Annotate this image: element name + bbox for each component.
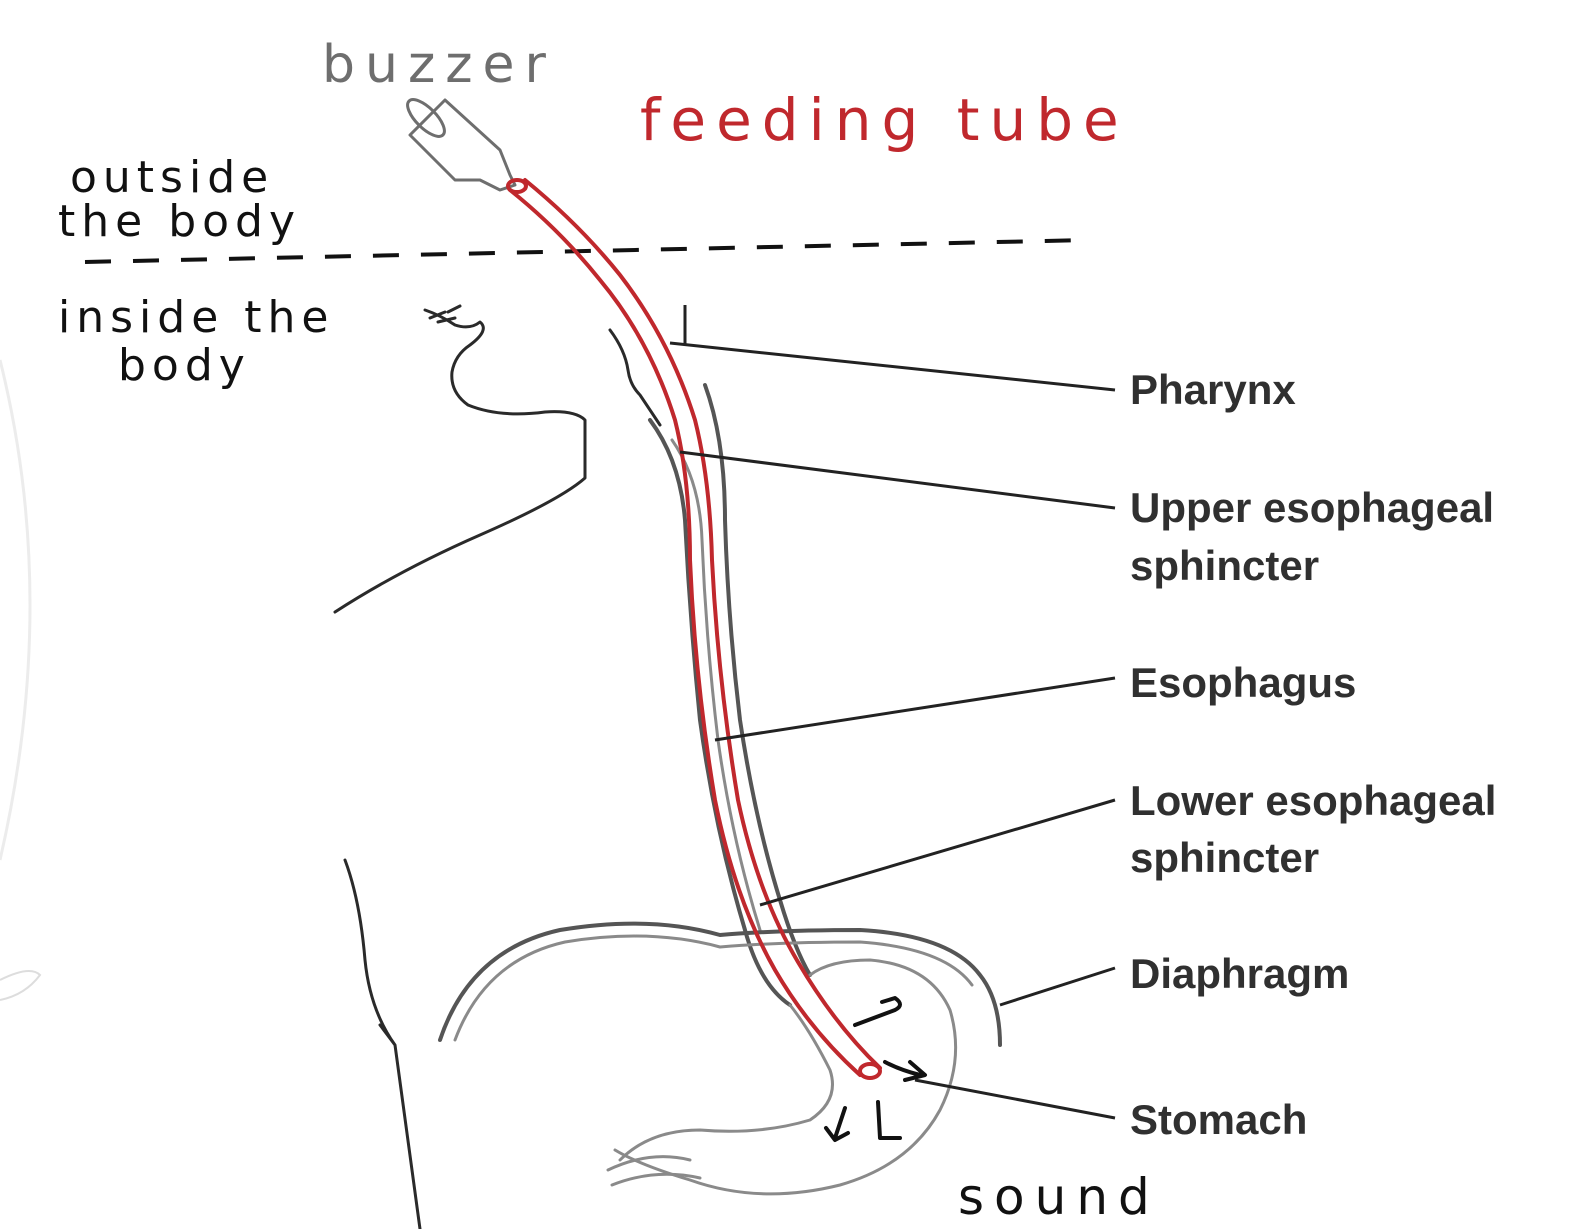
leader-diaphragm [1000,968,1115,1005]
label-lower-sphincter-line1: Lower esophageal [1130,777,1496,824]
feeding-tube-right-wall [525,180,880,1068]
label-lower-sphincter-line2: sphincter [1130,834,1319,881]
background-arc [0,360,30,860]
leader-esophagus [715,678,1115,740]
inside-annotation-line2: body [118,340,251,391]
label-diaphragm: Diaphragm [1130,950,1349,997]
feeding-tube-tip [860,1064,880,1078]
stomach [608,960,956,1194]
leader-pharynx [670,343,1115,390]
stomach-folds [608,1157,700,1185]
leader-lower-sphincter [760,800,1115,905]
leader-upper-sphincter [680,452,1115,508]
esophagus-walls [650,385,810,1005]
sound-annotation: sound [958,1168,1160,1226]
leader-lines [670,305,1115,1118]
stomach-inner [620,1005,833,1160]
feeding-tube-annotation: feeding tube [640,86,1129,154]
buzzer-body [410,100,515,190]
esophagus-wall-left [650,420,790,1005]
body-outline [335,306,660,1229]
sound-arrow-down-left [826,1108,848,1140]
sound-arrow-right [885,1062,925,1080]
diaphragm-inner [455,936,972,1040]
label-esophagus: Esophagus [1130,659,1356,706]
label-stomach: Stomach [1130,1096,1307,1143]
label-upper-sphincter-line1: Upper esophageal [1130,484,1494,531]
torso-outline [345,860,420,1229]
stomach-outer [615,960,956,1194]
buzzer-annotation: buzzer [322,35,556,95]
sound-arrows [826,998,925,1140]
label-pharynx: Pharynx [1130,366,1296,413]
outside-annotation-line2: the body [58,196,301,247]
back-of-throat [610,330,660,425]
inside-annotation-line1: inside the [58,292,334,343]
buzzer-device [402,94,515,190]
face-profile [335,310,585,612]
label-upper-sphincter-line2: sphincter [1130,542,1319,589]
sound-arrow-up [855,998,900,1025]
background-mark [0,971,40,1000]
sound-arrow-down [878,1102,900,1138]
diaphragm [440,924,1000,1045]
